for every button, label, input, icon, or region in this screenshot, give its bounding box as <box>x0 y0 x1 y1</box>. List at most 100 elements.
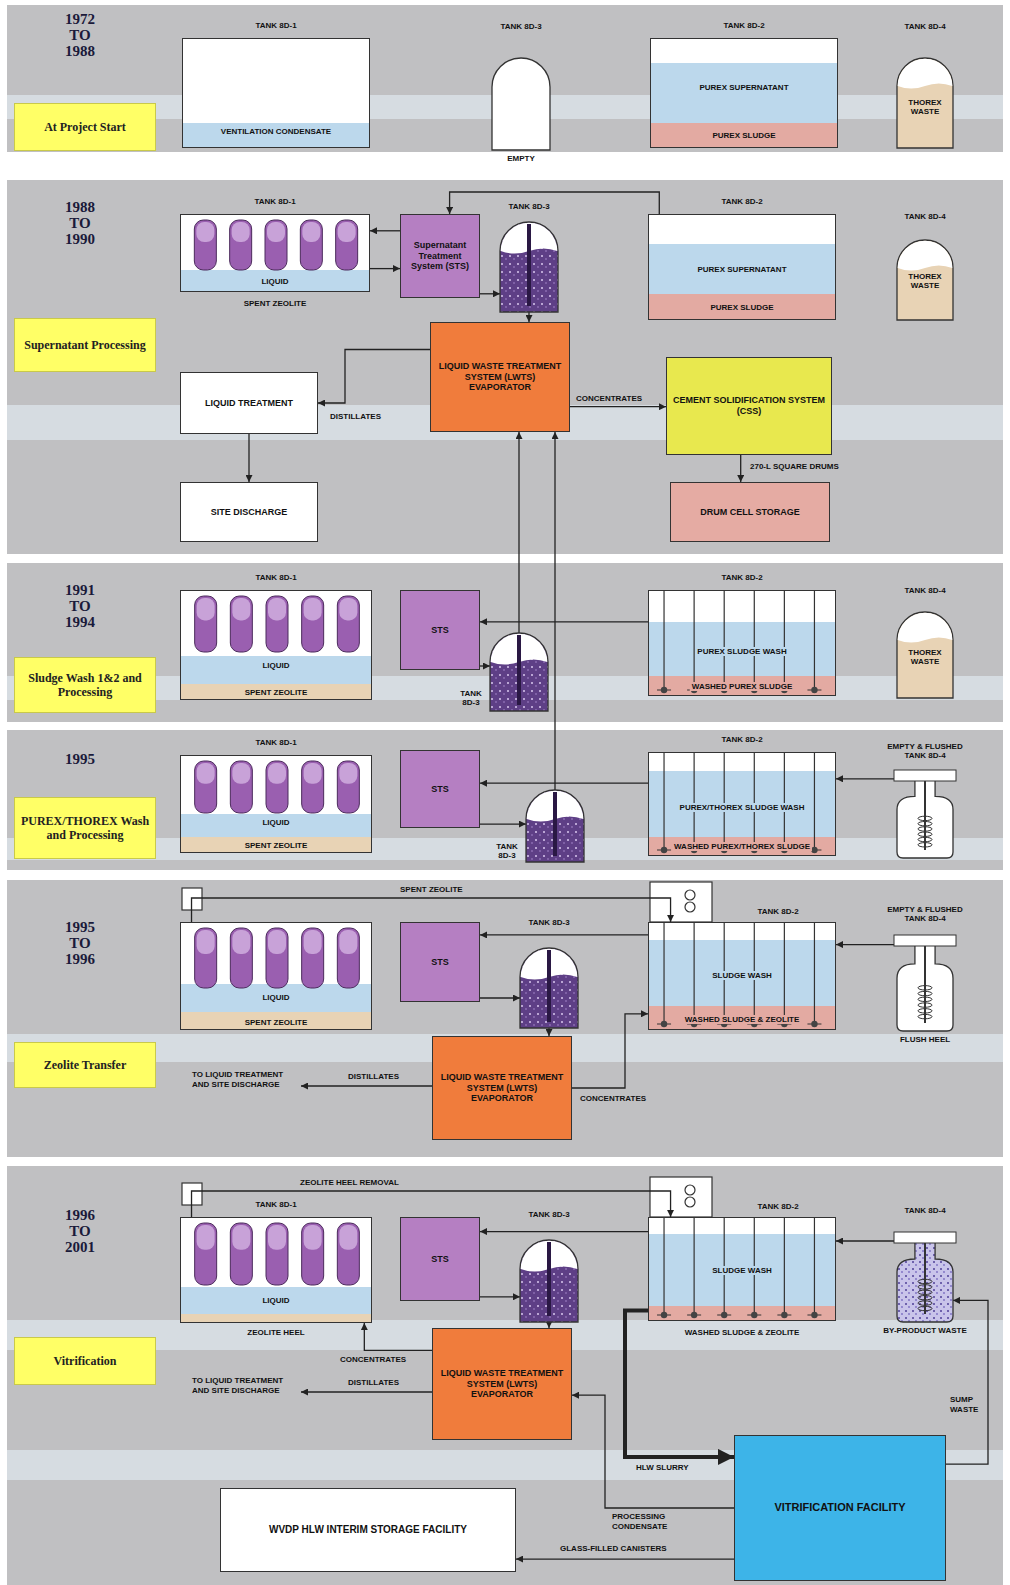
tank-label: TANK 8D-2 <box>719 1202 837 1211</box>
band <box>7 880 1003 1157</box>
mixer-shaft <box>814 923 815 1023</box>
edge-label: SUMP WASTE <box>950 1395 984 1414</box>
tank-box: TANK 8D-1LIQUIDSPENT ZEOLITE <box>180 755 372 853</box>
tank-box: TANK 8D-1LIQUIDZEOLITE HEEL <box>180 1217 372 1323</box>
tank-label: TANK 8D-1 <box>253 21 298 30</box>
tank-box: TANK 8D-2SLUDGE WASHWASHED SLUDGE & ZEOL… <box>648 922 836 1030</box>
flow-arrow <box>946 1300 988 1464</box>
tank-box: TANK 8D-2PUREX SLUDGE WASHWASHED PUREX S… <box>648 590 836 696</box>
band <box>7 1166 1003 1585</box>
canister <box>337 761 359 813</box>
process-box: LIQUID TREATMENT <box>180 372 318 434</box>
tank-label: LIQUID <box>260 1296 291 1305</box>
tank-figure <box>181 923 373 1031</box>
mixer-shaft <box>814 1218 815 1314</box>
pump-symbol <box>685 902 695 912</box>
canister <box>230 928 252 988</box>
canister-top <box>197 598 215 620</box>
box-label: STS <box>431 784 449 795</box>
flow-arrow <box>570 406 666 407</box>
pump-coil <box>918 1285 932 1289</box>
mixer-shaft <box>754 591 755 689</box>
year-label: 1972 TO 1988 <box>60 12 100 59</box>
year-label: 1995 <box>60 752 100 768</box>
canister-top <box>196 222 214 242</box>
edge-label: PROCESSING CONDENSATE <box>612 1512 692 1531</box>
tank-shape: EMPTY & FLUSHED TANK 8D-4 <box>897 770 953 858</box>
edge-label: ZEOLITE HEEL REMOVAL <box>300 1178 399 1188</box>
canister <box>300 220 322 270</box>
canister-top <box>232 763 250 784</box>
pump-coil <box>918 832 932 836</box>
flow-arrow <box>480 293 500 294</box>
tank-shape: TANK 8D-4THOREX WASTE <box>897 240 953 320</box>
edge-label: CONCENTRATES <box>580 1094 646 1104</box>
mixer-shaft <box>724 591 725 689</box>
flow-arrow <box>480 1231 648 1232</box>
process-box: DRUM CELL STORAGE <box>670 482 830 542</box>
mixer-shaft <box>694 753 695 849</box>
flow-arrow <box>740 455 741 482</box>
canister <box>195 1223 217 1285</box>
canister <box>265 220 287 270</box>
flow-arrow <box>480 997 520 998</box>
mixer-shaft <box>694 591 695 689</box>
pump-coil <box>918 816 932 820</box>
flow-arrow <box>572 1014 648 1088</box>
canister <box>336 220 358 270</box>
canister <box>266 1223 288 1285</box>
mixer-shaft <box>663 923 664 1023</box>
tank-label: PUREX SUPERNATANT <box>697 83 790 92</box>
flow-arrow <box>516 1558 734 1559</box>
phase-label: At Project Start <box>44 120 126 134</box>
process-box: LIQUID WASTE TREATMENT SYSTEM (LWTS) EVA… <box>430 322 570 432</box>
box-label: DRUM CELL STORAGE <box>700 507 800 518</box>
tank-label: VENTILATION CONDENSATE <box>219 127 333 136</box>
tank-label: TANK 8D-4 <box>902 212 947 221</box>
tank-label: SPENT ZEOLITE <box>243 1018 310 1027</box>
flow-arrow <box>248 434 249 482</box>
flow-arrow <box>480 934 648 935</box>
canister-top <box>339 930 357 954</box>
process-box: WVDP HLW INTERIM STORAGE FACILITY <box>220 1488 516 1572</box>
tank-label: TANK 8D-1 <box>252 197 297 206</box>
phase-label: Vitrification <box>54 1354 117 1368</box>
band <box>7 180 1003 554</box>
tank-outline <box>490 633 548 711</box>
flow-note: DISTILLATES <box>348 1072 399 1082</box>
mixer-pump <box>661 1021 667 1027</box>
tank-label: EMPTY & FLUSHED TANK 8D-4 <box>883 742 967 760</box>
canister <box>302 1223 324 1285</box>
tank-figure <box>490 633 548 711</box>
zeolite-column <box>547 950 551 1022</box>
tank-label: LIQUID <box>259 277 290 286</box>
tank-label: PUREX SLUDGE WASH <box>695 647 788 656</box>
tank-headspace <box>898 59 953 89</box>
canister-top <box>232 222 250 242</box>
tank-figure <box>526 790 584 862</box>
flow-arrow <box>480 783 648 784</box>
mixer-pump <box>661 1312 667 1318</box>
canister <box>266 761 288 813</box>
process-box: LIQUID WASTE TREATMENT SYSTEM (LWTS) EVA… <box>432 1328 572 1440</box>
tank-outline <box>897 240 953 320</box>
mixer-pump <box>721 1312 727 1318</box>
tank-outline <box>526 790 584 862</box>
tank-label: FLUSH HEEL <box>877 1035 973 1044</box>
process-box: SITE DISCHARGE <box>180 482 318 542</box>
pump-coil <box>918 1279 932 1283</box>
canister-top <box>232 1225 250 1250</box>
mixer-shaft <box>694 1218 695 1314</box>
tank-shape: TANK 8D-4BY-PRODUCT WASTE <box>897 1232 953 1322</box>
flow-note: TO LIQUID TREATMENT AND SITE DISCHARGE <box>192 1070 296 1089</box>
flow-arrow <box>480 621 648 622</box>
phase-label: Sludge Wash 1&2 and Processing <box>20 671 150 700</box>
canister <box>194 220 216 270</box>
box-label: STS <box>431 957 449 968</box>
tank-figure <box>897 935 953 1031</box>
tank-label: TANK 8D-3 <box>498 22 543 31</box>
tank-box: LIQUIDSPENT ZEOLITE <box>180 922 372 1030</box>
mixer-pump <box>691 1312 697 1318</box>
phase-box: At Project Start <box>14 103 156 151</box>
pump-coil <box>918 1296 932 1300</box>
